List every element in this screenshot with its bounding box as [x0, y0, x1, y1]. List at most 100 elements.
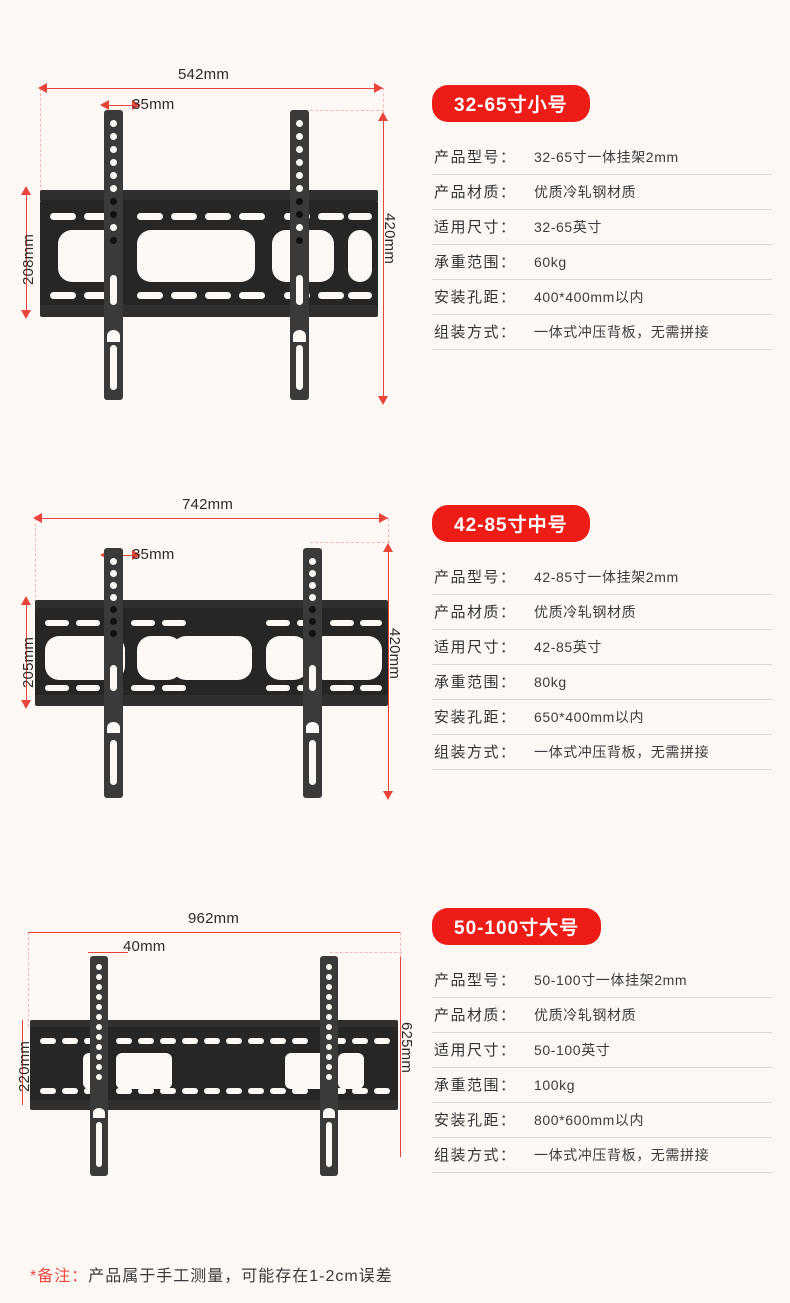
plate-slot	[266, 620, 290, 626]
rail-hole	[96, 974, 102, 980]
arrow-up-icon	[21, 596, 31, 605]
spec-row: 适用尺寸： 32-65英寸	[432, 210, 772, 245]
spec-label: 产品材质：	[434, 1007, 517, 1024]
dimension-rail-label: 40mm	[123, 938, 166, 955]
rail-hole	[110, 211, 117, 218]
bracket-top-lip	[35, 600, 388, 611]
plate-slot	[76, 685, 100, 691]
plate-slot	[266, 685, 290, 691]
plate-cutout	[116, 1053, 172, 1089]
spec-label: 组装方式：	[434, 324, 517, 341]
size-badge-medium: 42-85寸中号	[432, 505, 590, 542]
spec-row: 安装孔距： 800*600mm以内	[432, 1103, 772, 1138]
spec-value: 优质冷轧钢材质	[534, 1007, 637, 1023]
plate-cutout	[266, 636, 308, 680]
rail-hole	[326, 1044, 332, 1050]
guide-line	[35, 518, 36, 648]
spec-label: 产品型号：	[434, 569, 517, 586]
rail-hole	[110, 570, 117, 577]
dimension-line-width	[35, 518, 388, 519]
plate-slot	[160, 1088, 176, 1094]
spec-row: 承重范围： 100kg	[432, 1068, 772, 1103]
dimension-line-width	[28, 932, 400, 933]
rail-hole	[309, 582, 316, 589]
rail-hole	[309, 618, 316, 625]
rail-hole	[110, 172, 117, 179]
size-badge-large: 50-100寸大号	[432, 908, 602, 945]
plate-slot	[131, 620, 155, 626]
rail-hole	[326, 964, 332, 970]
guide-line	[40, 88, 41, 218]
guide-line	[310, 542, 390, 543]
rail-hole	[96, 1044, 102, 1050]
footer-note-mark: *备注：	[30, 1268, 89, 1285]
arrow-up-icon	[378, 112, 388, 121]
dimension-height-right-label: 625mm	[398, 1022, 415, 1074]
spec-label: 安装孔距：	[434, 1112, 517, 1129]
plate-slot	[292, 1038, 308, 1044]
spec-table-small: 产品型号： 32-65寸一体挂架2mm 产品材质： 优质冷轧钢材质 适用尺寸： …	[432, 140, 772, 350]
rail-hole	[110, 185, 117, 192]
rail-hole	[96, 964, 102, 970]
footer-note: *备注：产品属于手工测量，可能存在1-2cm误差	[30, 1262, 393, 1286]
rail-notch	[306, 722, 319, 733]
rail-hole	[309, 594, 316, 601]
rail-slot	[110, 665, 117, 691]
product-section-large: 962mm 40mm 220mm 625mm	[0, 870, 790, 1250]
arrow-up-icon	[383, 543, 393, 552]
plate-slot	[330, 685, 354, 691]
size-badge-small: 32-65寸小号	[432, 85, 590, 122]
footer-note-text: 产品属于手工测量，可能存在1-2cm误差	[88, 1268, 393, 1285]
dimension-rail-label: 35mm	[132, 96, 175, 113]
spec-label: 适用尺寸：	[434, 639, 517, 656]
spec-label: 安装孔距：	[434, 289, 517, 306]
plate-slot	[204, 1038, 220, 1044]
plate-slot	[352, 1038, 368, 1044]
rail-hole	[296, 159, 303, 166]
spec-row: 承重范围： 60kg	[432, 245, 772, 280]
dimension-rail-label: 35mm	[132, 546, 175, 563]
plate-slot	[226, 1088, 242, 1094]
spec-row: 产品型号： 50-100寸一体挂架2mm	[432, 963, 772, 998]
rail-hole	[110, 558, 117, 565]
rail-hole	[296, 224, 303, 231]
plate-slot	[45, 620, 69, 626]
plate-slot	[360, 685, 382, 691]
rail-hole	[110, 582, 117, 589]
rail-hole	[110, 159, 117, 166]
arrow-down-icon	[378, 396, 388, 405]
spec-label: 承重范围：	[434, 1077, 517, 1094]
plate-slot	[50, 292, 76, 299]
dimension-width-label: 962mm	[188, 910, 240, 927]
spec-value: 32-65英寸	[534, 219, 603, 235]
product-section-small: 542mm 35mm 208mm 420mm	[0, 0, 790, 450]
rail-hole	[296, 198, 303, 205]
rail-hole	[110, 120, 117, 127]
plate-slot	[171, 213, 197, 220]
plate-slot	[45, 685, 69, 691]
bracket-diagram-large: 962mm 40mm 220mm 625mm	[0, 870, 425, 1250]
dimension-width-label: 542mm	[178, 66, 230, 83]
plate-slot	[204, 1088, 220, 1094]
rail-slot	[296, 345, 303, 390]
rail-hole	[309, 606, 316, 613]
rail-hole	[110, 237, 117, 244]
rail-slot	[110, 345, 117, 390]
guide-line	[300, 110, 384, 111]
spec-label: 适用尺寸：	[434, 1042, 517, 1059]
spec-value: 400*400mm以内	[534, 289, 645, 305]
spec-label: 组装方式：	[434, 744, 517, 761]
spec-value: 优质冷轧钢材质	[534, 604, 637, 620]
rail-hole	[326, 1064, 332, 1070]
spec-row: 适用尺寸： 50-100英寸	[432, 1033, 772, 1068]
spec-label: 产品材质：	[434, 604, 517, 621]
spec-value: 32-65寸一体挂架2mm	[534, 149, 679, 165]
spec-panel-medium: 42-85寸中号 产品型号： 42-85寸一体挂架2mm 产品材质： 优质冷轧钢…	[432, 505, 787, 770]
rail-hole	[96, 1074, 102, 1080]
plate-slot	[226, 1038, 242, 1044]
rail-hole	[326, 1054, 332, 1060]
plate-slot	[248, 1038, 264, 1044]
bracket-bottom-lip	[35, 695, 388, 706]
rail-hole	[296, 185, 303, 192]
rail-slot	[110, 275, 117, 305]
